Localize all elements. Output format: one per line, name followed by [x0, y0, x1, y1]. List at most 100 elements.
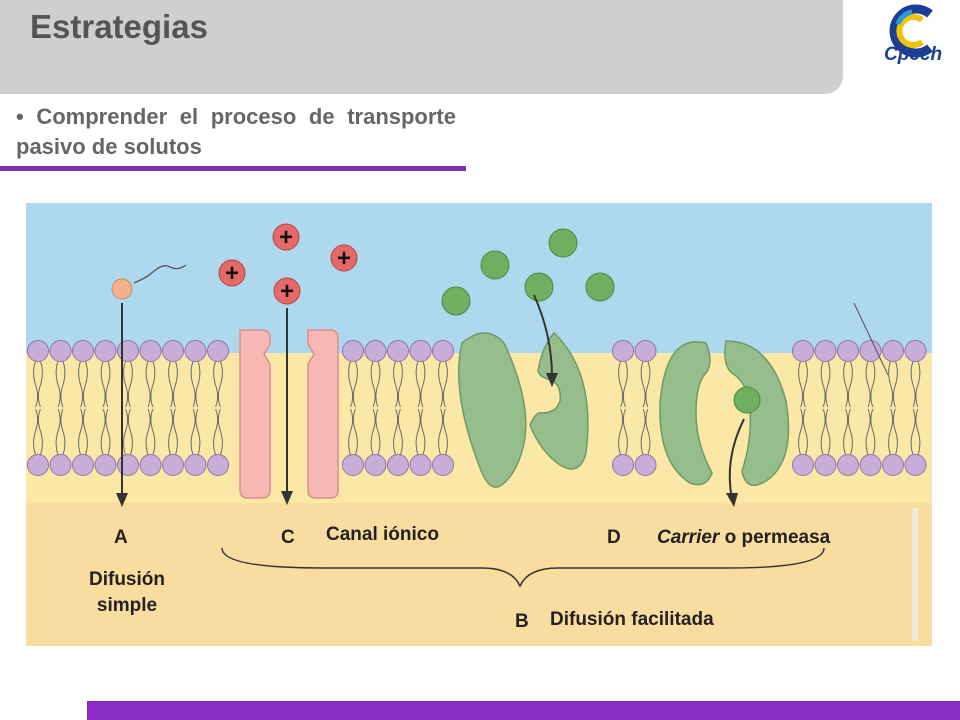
ion-positive: +: [273, 277, 301, 305]
footer-bar: [87, 701, 960, 720]
lipid-tail: [915, 360, 921, 408]
ion-circle: [272, 223, 300, 251]
lipid-head: [139, 340, 162, 362]
lipid-head: [814, 340, 837, 362]
lipid-head: [792, 340, 814, 362]
label-b: B: [515, 611, 529, 632]
carrier-closed: [659, 340, 790, 486]
lipid-tail: [55, 408, 61, 456]
lipid-head: [139, 454, 162, 476]
lipid-tail: [105, 408, 111, 456]
label-c: C: [281, 527, 295, 548]
lipid-tail: [865, 408, 871, 456]
lipid-tail: [420, 408, 426, 456]
bullet-text: Comprender el proceso de transporte pasi…: [16, 104, 456, 159]
lipid-tail: [213, 360, 219, 408]
label-carrier-rest: o permeasa: [719, 527, 831, 548]
bullet-objective: • Comprender el proceso de transporte pa…: [16, 104, 456, 159]
bullet-underline: [0, 166, 466, 171]
lipid-head: [342, 454, 364, 476]
lipid-tail: [82, 360, 88, 408]
lipid-tail: [618, 360, 624, 408]
ion-positive: +: [218, 259, 246, 287]
lipid-tail: [55, 360, 61, 408]
lipid-tail: [168, 360, 174, 408]
cpech-logo-icon: [889, 4, 933, 58]
channel-left-subunit: [239, 329, 271, 499]
lipid-head: [162, 454, 184, 476]
label-carrier: Carrier o permeasa: [657, 527, 830, 549]
lipid-tail: [397, 408, 403, 456]
lipid-tail: [888, 408, 894, 456]
lipid-tail: [420, 360, 426, 408]
lipid-tail: [825, 408, 831, 456]
lipid-tail: [802, 360, 808, 408]
lipid-tail: [33, 408, 39, 456]
lipid-tail: [127, 408, 133, 456]
lipid-head: [27, 340, 49, 362]
lipid-tail: [442, 408, 448, 456]
lipid-head: [837, 340, 859, 362]
intracellular-region: [26, 503, 932, 646]
lipid-head: [342, 340, 364, 362]
label-difusion-facilitada: Difusión facilitada: [550, 609, 714, 630]
lipid-tail: [393, 360, 399, 408]
lipid-head: [904, 454, 927, 476]
lipid-tail: [123, 408, 129, 456]
lipid-tail: [640, 360, 646, 408]
arrow-carrier-in: [533, 294, 553, 378]
lipid-head: [904, 340, 927, 362]
lipid-head: [117, 340, 139, 362]
lipid-head: [432, 454, 454, 476]
lipid-tail: [618, 408, 624, 456]
lipid-tail: [393, 408, 399, 456]
lipid-tail: [645, 360, 651, 408]
lipid-head: [409, 340, 432, 362]
lipid-tail: [37, 408, 43, 456]
lipid-head: [49, 340, 72, 362]
solute-molecule: [585, 272, 615, 302]
lipid-head: [882, 340, 904, 362]
lipid-head: [27, 454, 49, 476]
lipid-tail: [190, 408, 196, 456]
arrow-c-head: [281, 491, 293, 505]
lipid-tail: [820, 360, 826, 408]
lipid-tail: [100, 408, 106, 456]
lipid-tail: [190, 360, 196, 408]
lipid-tail: [127, 360, 133, 408]
lipid-head: [387, 454, 409, 476]
solute-molecule: [524, 272, 554, 302]
carrier-open: [458, 331, 589, 488]
ion-sign: +: [225, 260, 239, 287]
lipid-tail: [82, 408, 88, 456]
lipid-tail: [150, 408, 156, 456]
label-difusion-simple: Difusión simple: [89, 569, 165, 616]
lipid-head: [72, 340, 94, 362]
lipid-head: [792, 454, 814, 476]
lipid-tail: [375, 360, 381, 408]
lipid-tail: [195, 408, 201, 456]
lipid-tail: [415, 360, 421, 408]
lipid-tail: [78, 408, 84, 456]
ions: ++++: [218, 223, 358, 305]
lipid-tail: [843, 360, 849, 408]
ion-circle: [330, 244, 358, 272]
simple-diffusion-path: [111, 264, 187, 507]
lipid-tail: [348, 408, 354, 456]
edge-strip: [912, 508, 918, 641]
ion-sign: +: [280, 278, 294, 305]
lipid-tail: [213, 408, 219, 456]
carrier-right-closed: [724, 340, 790, 486]
lipid-tail: [168, 408, 174, 456]
lipid-tail: [150, 360, 156, 408]
lipid-head: [387, 340, 409, 362]
lipid-head: [94, 454, 117, 476]
lipid-head: [409, 454, 432, 476]
title-bar: Estrategias: [0, 0, 843, 94]
lipid-tail: [915, 408, 921, 456]
lipid-tail: [798, 408, 804, 456]
ion-circle: [273, 277, 301, 305]
page-title: Estrategias: [30, 8, 208, 45]
membrane-transport-diagram: ++++ A C Canal iónico D Carrier o permea…: [26, 203, 932, 646]
lipid-head: [72, 454, 94, 476]
